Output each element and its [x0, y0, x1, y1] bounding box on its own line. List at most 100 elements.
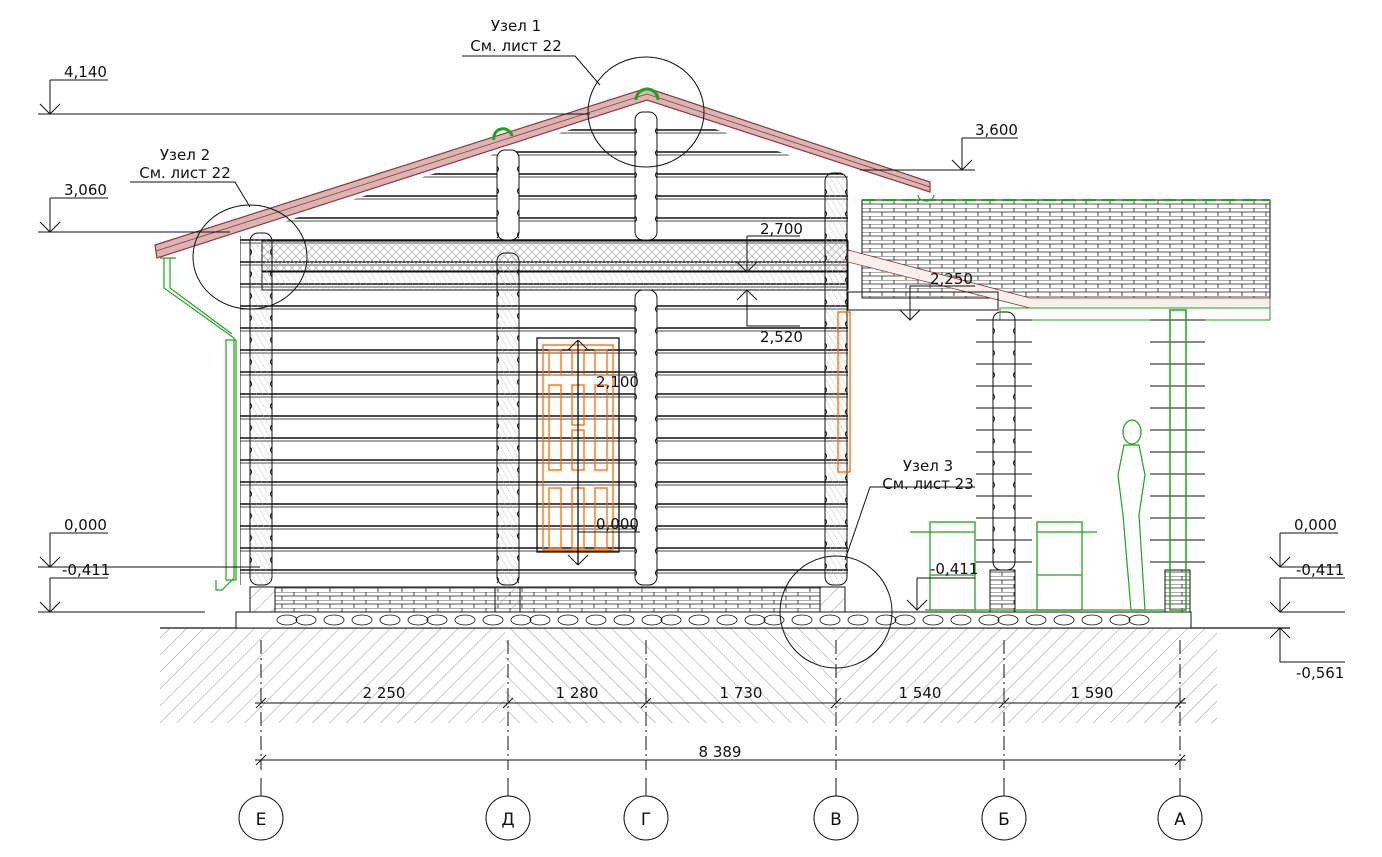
- log-notch: [634, 547, 658, 555]
- stone: [1109, 614, 1131, 626]
- svg-text:1 540: 1 540: [899, 684, 942, 702]
- axis-label: Б: [998, 810, 1010, 830]
- log-notch: [824, 298, 848, 306]
- stone: [454, 614, 476, 626]
- log-notch: [634, 415, 658, 423]
- log-notch: [496, 400, 520, 408]
- svg-text:2,700: 2,700: [760, 220, 803, 238]
- log-notch: [249, 358, 273, 366]
- log-notch: [496, 488, 520, 496]
- stone: [295, 614, 317, 626]
- log-corner: [824, 172, 848, 586]
- log-notch: [634, 193, 658, 201]
- log-notch: [249, 270, 273, 278]
- log-corner: [634, 111, 658, 241]
- log-notch: [496, 466, 520, 474]
- log-notch: [249, 468, 273, 476]
- log-notch: [992, 437, 1016, 445]
- log-notch: [824, 496, 848, 504]
- svg-text:0,000: 0,000: [1294, 516, 1337, 534]
- log-notch: [496, 356, 520, 364]
- svg-text:2,520: 2,520: [760, 328, 803, 346]
- log-corner: [249, 232, 273, 586]
- log-notch: [634, 437, 658, 445]
- log-notch: [496, 187, 520, 195]
- log-notch: [634, 569, 658, 577]
- log-notch: [824, 452, 848, 460]
- log-notch: [496, 231, 520, 239]
- log-corners: [249, 111, 1016, 586]
- log-notch: [249, 424, 273, 432]
- node-1-label: Узел 1 См. лист 22: [470, 17, 562, 55]
- svg-text:2,250: 2,250: [930, 270, 973, 288]
- log-notch: [496, 510, 520, 518]
- log-notch: [634, 149, 658, 157]
- log-notch: [634, 127, 658, 135]
- log-notch: [992, 349, 1016, 357]
- svg-text:См. лист 22: См. лист 22: [470, 37, 562, 55]
- log-notch: [249, 402, 273, 410]
- human-figure: [1117, 419, 1146, 611]
- svg-text:2,100: 2,100: [596, 373, 639, 391]
- dimension-tick: [1174, 697, 1186, 709]
- svg-text:2 250: 2 250: [363, 684, 406, 702]
- log-notch: [249, 446, 273, 454]
- log-notch: [824, 364, 848, 372]
- stone: [1128, 614, 1150, 626]
- axis-label: Г: [641, 810, 651, 830]
- log-notch: [992, 393, 1016, 401]
- axis-marker: [238, 795, 284, 841]
- foundation: [235, 569, 1192, 629]
- log-notch: [992, 547, 1016, 555]
- dimension-tick: [830, 697, 842, 709]
- level-marks: [38, 79, 1345, 663]
- dimension-tick: [255, 697, 267, 709]
- log-notch: [496, 290, 520, 298]
- log-notch: [249, 336, 273, 344]
- log-notch: [824, 562, 848, 570]
- log-notch: [992, 459, 1016, 467]
- axis-marker: [981, 795, 1027, 841]
- log-notch: [634, 349, 658, 357]
- svg-text:-0,561: -0,561: [1296, 664, 1344, 682]
- log-wall: [240, 129, 848, 585]
- log-corner: [496, 149, 520, 241]
- downpipe: [160, 194, 935, 591]
- axis-marker: [485, 795, 531, 841]
- log-notch: [992, 503, 1016, 511]
- svg-text:1 280: 1 280: [556, 684, 599, 702]
- log-notch: [249, 248, 273, 256]
- svg-text:См. лист 23: См. лист 23: [882, 475, 974, 493]
- svg-text:8 389: 8 389: [699, 743, 742, 761]
- door: [536, 311, 851, 565]
- log-notch: [992, 415, 1016, 423]
- node-2-label: Узел 2 См. лист 22: [139, 146, 231, 182]
- log-notch: [634, 171, 658, 179]
- stone: [426, 614, 448, 626]
- log-notch: [992, 481, 1016, 489]
- log-notch: [496, 422, 520, 430]
- log-notch: [634, 215, 658, 223]
- log-notch: [824, 254, 848, 262]
- log-notch: [496, 444, 520, 452]
- log-corner: [992, 311, 1016, 571]
- axis-label: В: [830, 810, 842, 830]
- log-notch: [496, 312, 520, 320]
- log-notch: [824, 188, 848, 196]
- log-notch: [992, 525, 1016, 533]
- dimension-tick: [640, 697, 652, 709]
- log-notch: [992, 371, 1016, 379]
- svg-text:Узел 2: Узел 2: [160, 146, 210, 164]
- svg-text:-0,411: -0,411: [62, 561, 110, 579]
- axis-label: Е: [256, 810, 267, 830]
- svg-text:0,000: 0,000: [64, 516, 107, 534]
- porch: [847, 199, 1271, 611]
- log-notch: [249, 314, 273, 322]
- stone: [323, 614, 345, 626]
- stone: [276, 614, 298, 626]
- stone: [763, 614, 785, 626]
- svg-text:3,600: 3,600: [975, 121, 1018, 139]
- log-notch: [634, 393, 658, 401]
